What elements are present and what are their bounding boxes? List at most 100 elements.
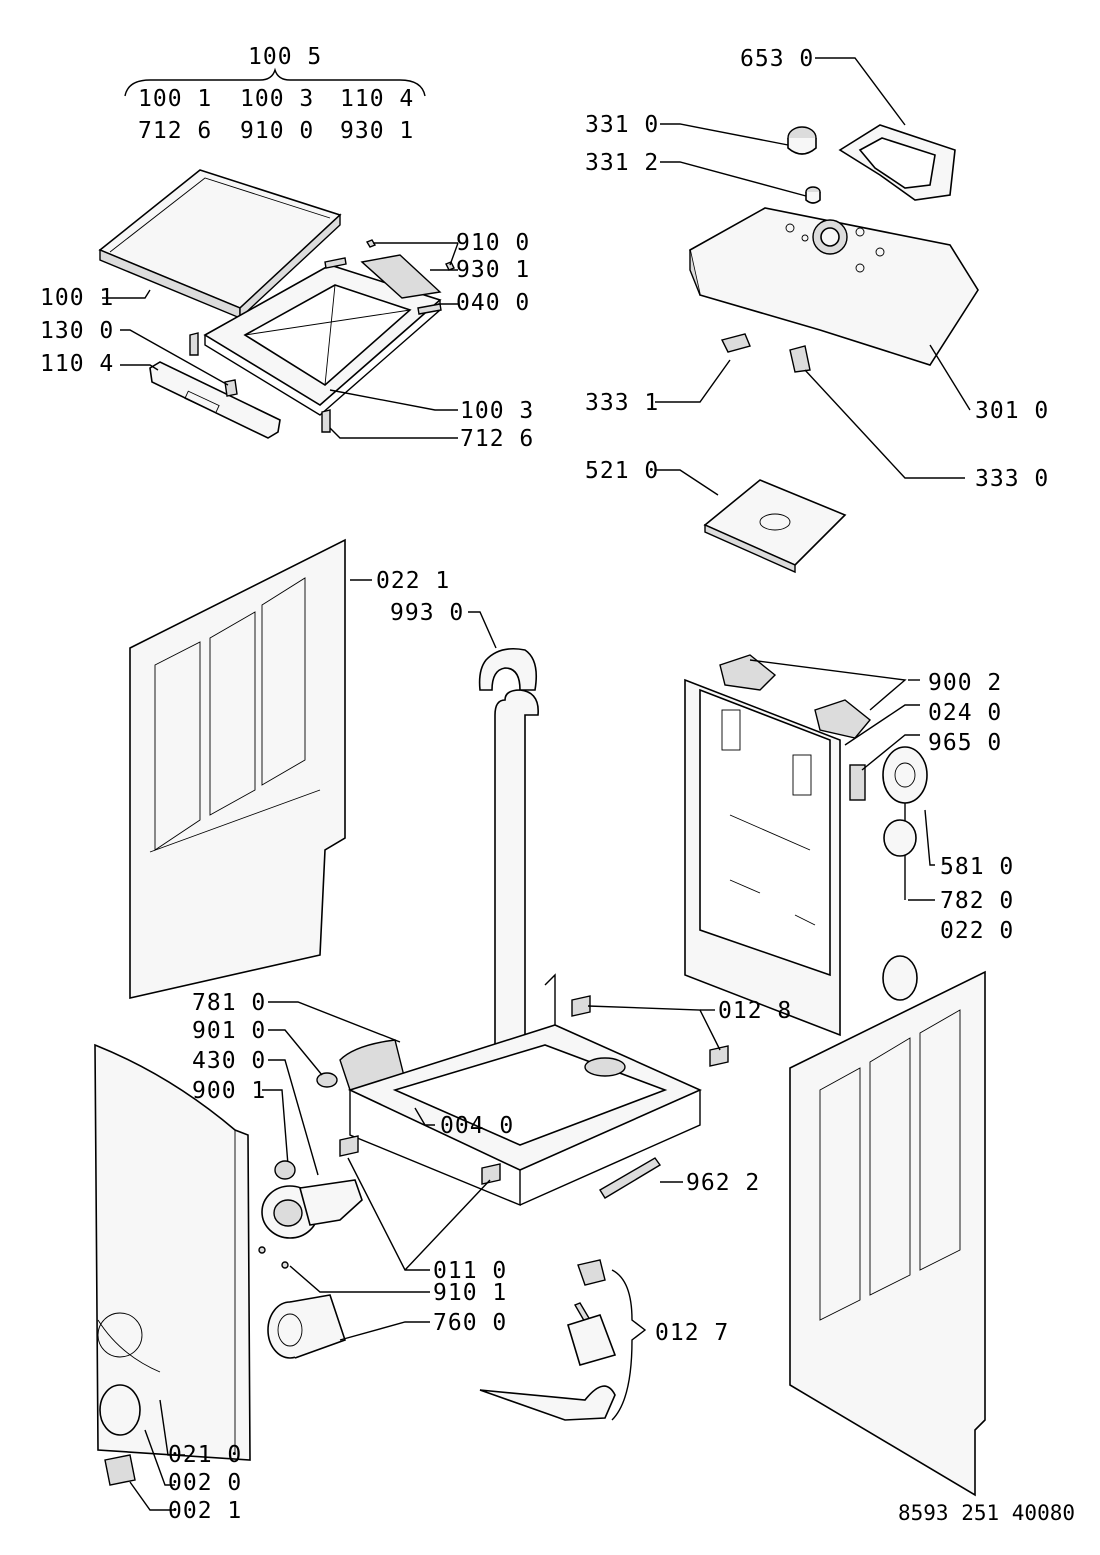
leader-9101 [289, 1265, 430, 1293]
label-910-1: 910 1 [433, 1280, 507, 1306]
label-712-6: 712 6 [460, 426, 534, 452]
label-653-0: 653 0 [740, 46, 814, 72]
catalog-number: 8593 251 40080 [898, 1501, 1075, 1525]
leader-0210 [159, 1399, 185, 1456]
group-item-6: 930 1 [340, 118, 414, 144]
drain-pipe-drawing [316, 689, 539, 1101]
console-bracket-drawing [838, 124, 956, 201]
label-021-0: 021 0 [168, 1442, 242, 1468]
seal-9301 [360, 254, 442, 299]
bar-9622 [599, 1157, 662, 1199]
leader-5210 [655, 469, 719, 496]
pump-4300-drawing [261, 1160, 363, 1239]
group-item-5: 910 0 [240, 118, 314, 144]
label-022-0: 022 0 [940, 918, 1014, 944]
pin-0400-b [324, 257, 347, 269]
hinge-left [189, 332, 199, 356]
leader-0110 [347, 1157, 491, 1271]
label-930-1: 930 1 [456, 257, 530, 283]
leader-9100 [373, 242, 459, 266]
label-900-1: 900 1 [192, 1078, 266, 1104]
label-331-2: 331 2 [585, 150, 659, 176]
label-781-0: 781 0 [192, 990, 266, 1016]
leader-0200 [144, 1429, 175, 1486]
label-024-0: 024 0 [928, 700, 1002, 726]
plug-9650 [849, 764, 866, 801]
leader-9930 [468, 611, 497, 649]
label-012-7: 012 7 [655, 1320, 729, 1346]
brace-0127 [611, 1269, 647, 1421]
cover-0021 [104, 1454, 136, 1486]
front-trim-drawing [149, 361, 281, 439]
screw-9100-a [365, 239, 377, 248]
leader-1300 [120, 329, 229, 386]
control-panel-3010-drawing [689, 207, 979, 366]
leader-3331 [655, 359, 731, 403]
foot-0128-b [709, 1045, 729, 1067]
label-022-1: 022 1 [376, 568, 450, 594]
hinge-right [321, 409, 331, 433]
leader-7600 [339, 1321, 430, 1341]
screw-9101-b [281, 1261, 289, 1269]
leader-9650 [861, 734, 920, 771]
side-panel-0220-drawing [789, 970, 986, 1497]
holder-9002-b [814, 699, 871, 739]
label-900-2: 900 2 [928, 670, 1002, 696]
label-012-8: 012 8 [718, 998, 792, 1024]
label-760-0: 760 0 [433, 1310, 507, 1336]
label-002-1: 002 1 [168, 1498, 242, 1524]
front-panel-0210-drawing [94, 1043, 251, 1461]
label-110-4: 110 4 [40, 351, 114, 377]
foot-0110-a [339, 1135, 359, 1157]
label-333-1: 333 1 [585, 390, 659, 416]
pressure-switch-5810-drawing [882, 746, 928, 1001]
leader-3010 [929, 344, 971, 411]
clip-3331 [720, 333, 751, 353]
label-100-3: 100 3 [460, 398, 534, 424]
label-993-0: 993 0 [390, 600, 464, 626]
leader-7126 [329, 427, 458, 439]
label-301-0: 301 0 [975, 398, 1049, 424]
hinge-set-0127-drawing [479, 1259, 617, 1421]
label-782-0: 782 0 [940, 888, 1014, 914]
label-331-0: 331 0 [585, 112, 659, 138]
leader-9002 [749, 659, 907, 711]
foot-0128-a [571, 995, 591, 1017]
leader-0040 [414, 1107, 435, 1126]
clip-1300 [224, 379, 238, 397]
label-521-0: 521 0 [585, 458, 659, 484]
label-901-0: 901 0 [192, 1018, 266, 1044]
leader-9010 [268, 1029, 323, 1076]
group-item-2: 100 3 [240, 86, 314, 112]
leader-3310 [660, 123, 789, 146]
leader-1104 [120, 364, 159, 371]
clip-3330 [789, 345, 811, 373]
leader-3312 [660, 161, 807, 197]
group-item-1: 100 1 [138, 86, 212, 112]
leader-0128 [587, 1005, 721, 1051]
leader-9001 [262, 1089, 289, 1166]
label-430-0: 430 0 [192, 1048, 266, 1074]
leader-4300 [268, 1059, 319, 1176]
label-130-0: 130 0 [40, 318, 114, 344]
leader-0021 [129, 1481, 175, 1511]
group-item-4: 712 6 [138, 118, 212, 144]
foot-0110-b [481, 1163, 501, 1185]
screw-9101-a [258, 1246, 266, 1254]
hose-elbow-9930 [478, 647, 538, 691]
group-brace [124, 67, 426, 97]
leader-1003 [329, 389, 458, 411]
group-item-3: 110 4 [340, 86, 414, 112]
leader-0240 [844, 704, 920, 746]
top-frame-drawing [203, 264, 442, 416]
holder-9002-a [719, 654, 777, 691]
group-label: 100 5 [248, 44, 322, 70]
label-581-0: 581 0 [940, 854, 1014, 880]
label-910-0: 910 0 [456, 230, 530, 256]
knob-3312-drawing [805, 186, 821, 204]
leader-6530 [815, 57, 906, 126]
label-962-2: 962 2 [686, 1170, 760, 1196]
leader-3330 [804, 369, 965, 479]
